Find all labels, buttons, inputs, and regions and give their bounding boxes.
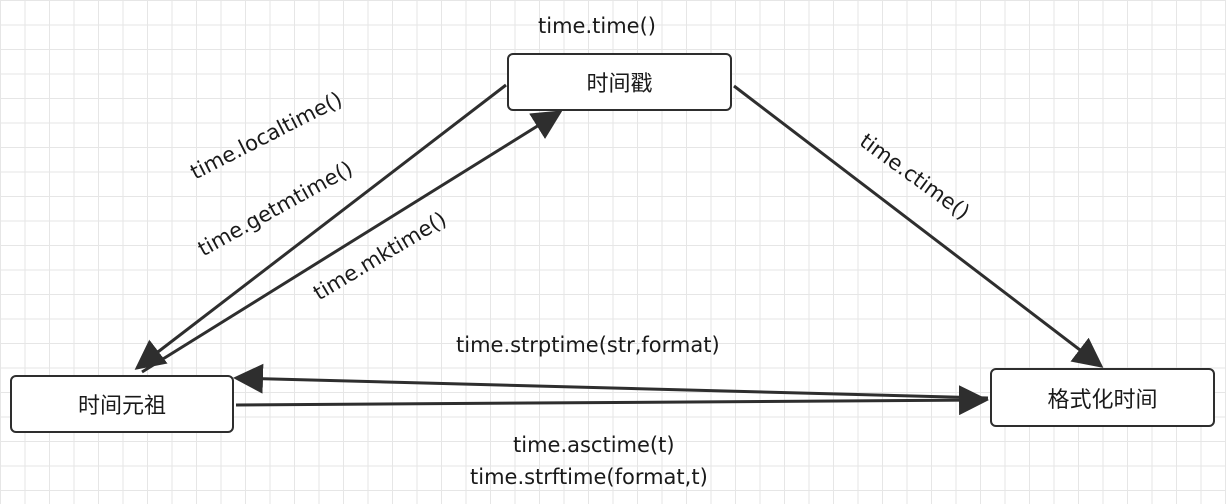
node-timestamp-label: 时间戳 [586, 72, 653, 97]
node-struct-time: 时间元祖 [10, 375, 234, 433]
edge-label-time-time: time.time() [538, 14, 656, 38]
edge-label-strftime: time.strftime(format,t) [470, 465, 708, 489]
node-formatted-time: 格式化时间 [990, 368, 1215, 427]
node-formatted-time-label: 格式化时间 [1047, 387, 1158, 413]
edge-strftime-arrow [235, 385, 989, 416]
edge-label-strptime: time.strptime(str,format) [456, 333, 720, 357]
edge-ctime-arrow [733, 84, 1104, 368]
edge-mktime-arrow [141, 110, 563, 374]
node-struct-time-label: 时间元祖 [77, 394, 166, 419]
edge-strptime-arrow [233, 363, 989, 400]
edge-label-asctime: time.asctime(t) [513, 433, 675, 457]
edge-localtime-arrow [134, 83, 507, 370]
node-timestamp: 时间戳 [507, 53, 732, 111]
